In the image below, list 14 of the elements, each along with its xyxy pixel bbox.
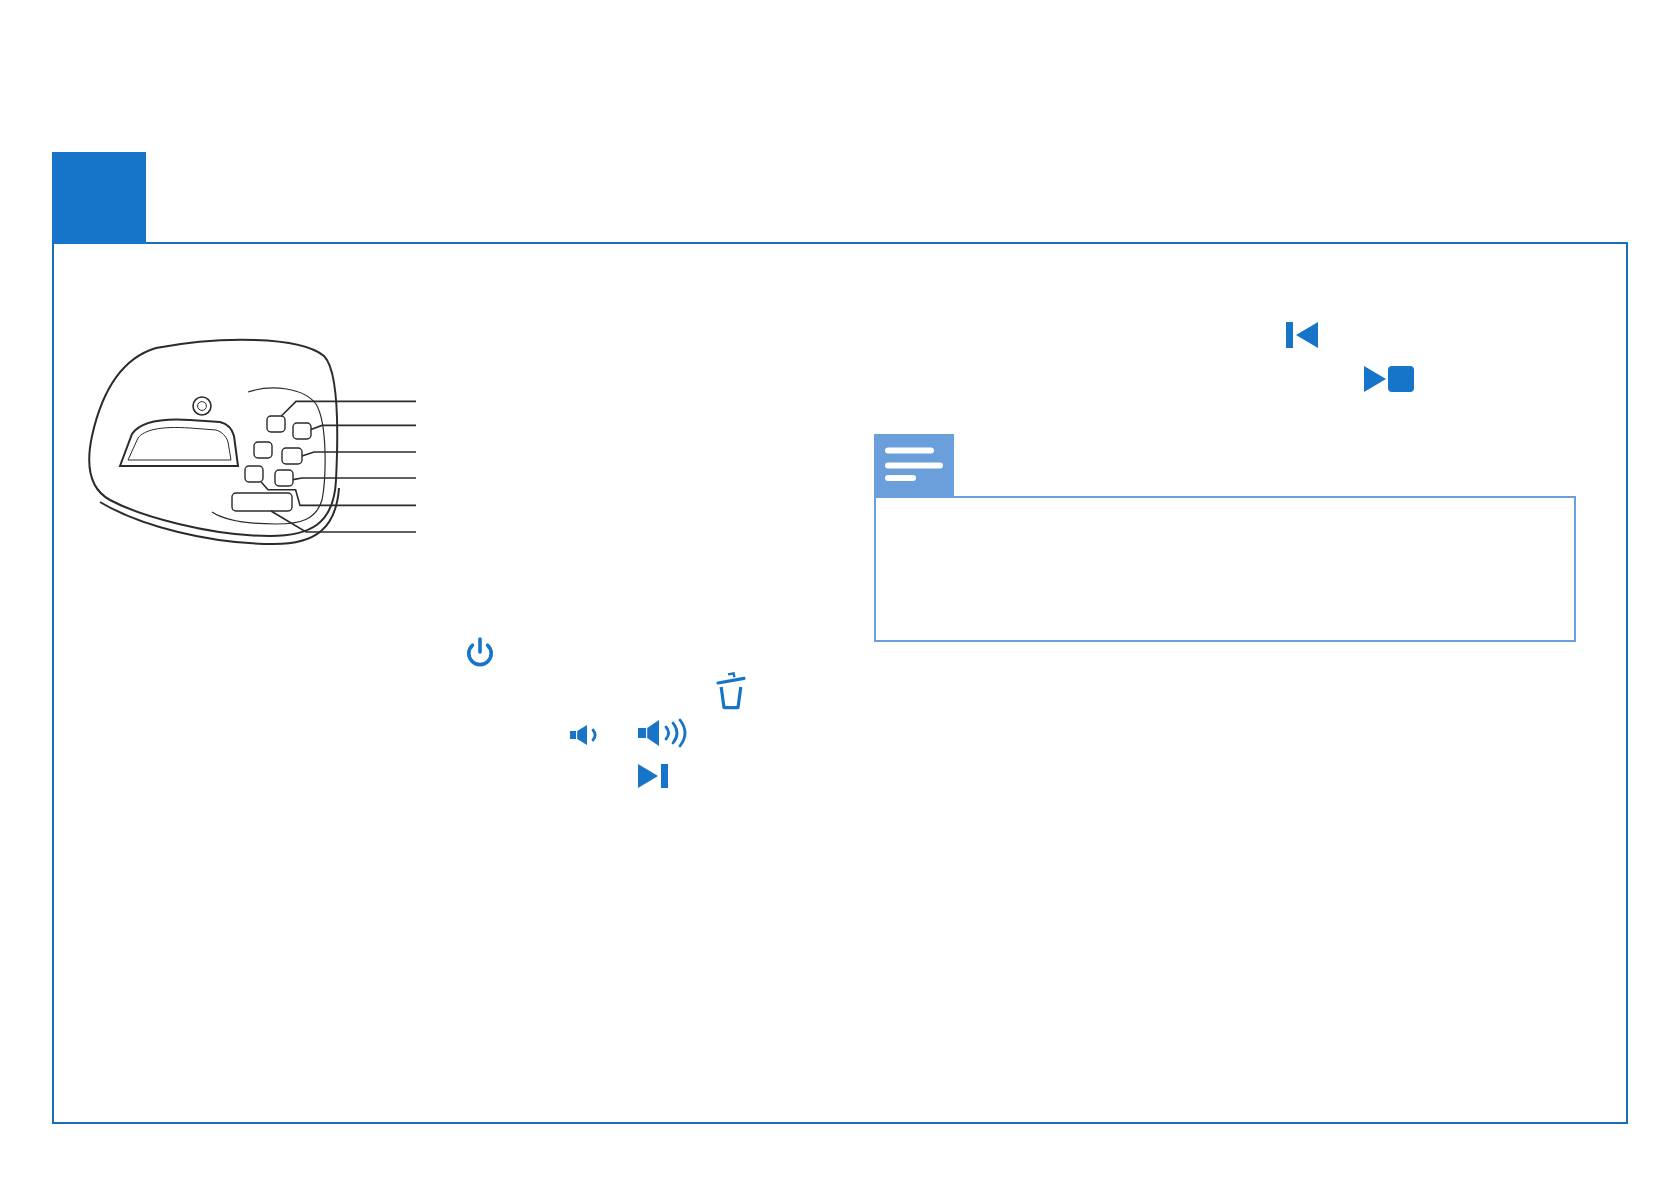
- device-button: [266, 415, 286, 433]
- device-button: [244, 465, 264, 483]
- leader-line: [270, 510, 417, 533]
- leader-line: [260, 481, 417, 507]
- device-button: [292, 422, 312, 440]
- device-button: [231, 492, 293, 512]
- note-box: [874, 496, 1576, 642]
- leader-line: [292, 477, 417, 481]
- device-button: [274, 469, 294, 487]
- leader-line: [301, 451, 417, 457]
- device-button: [281, 447, 303, 465]
- phone-base-illustration: [84, 336, 344, 548]
- leader-line: [310, 424, 417, 431]
- leader-line: [280, 400, 417, 417]
